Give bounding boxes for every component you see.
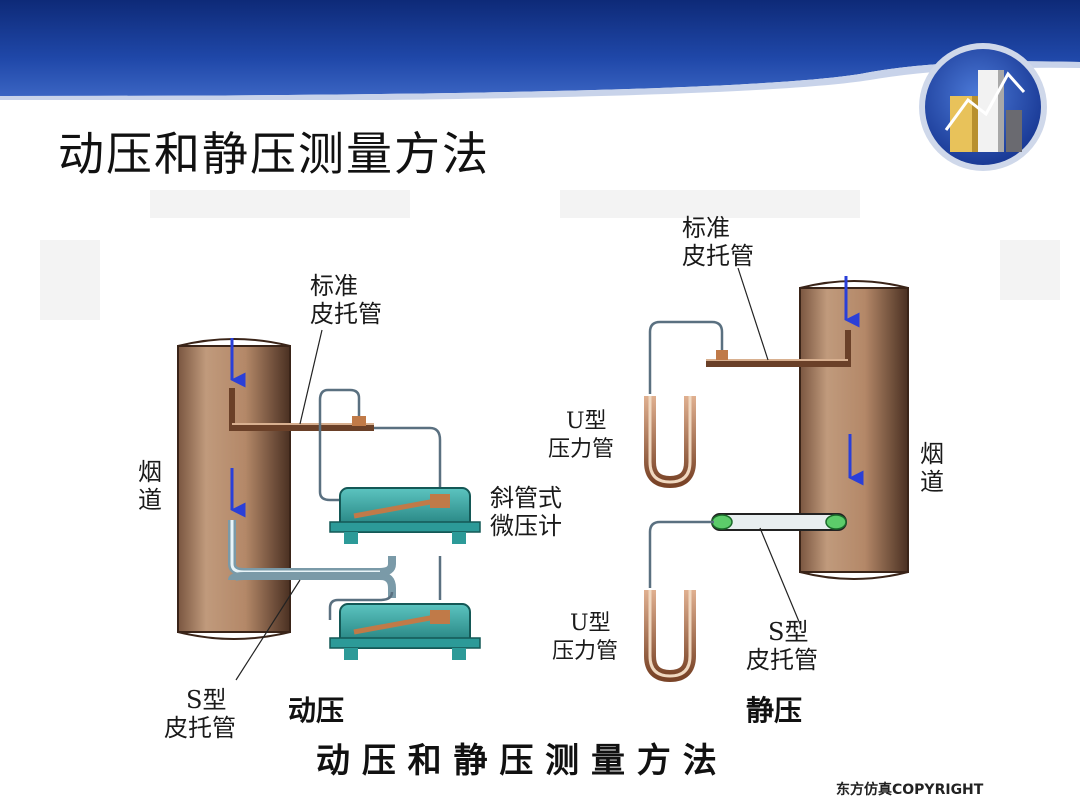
label-s-pitot-left-2: 皮托管 <box>164 714 236 742</box>
label-flue-right-1: 烟 <box>920 440 944 468</box>
measurement-diagram: 标准 皮托管 烟 道 斜管式 微压计 S型 皮托管 动压 <box>40 190 1060 798</box>
standard-pitot-tube-right <box>706 330 851 367</box>
label-u-tube-bottom-2: 压力管 <box>552 639 618 664</box>
bottom-caption: 动 压 和 静 压 测 量 方 法 <box>316 741 717 781</box>
inclined-manometer-lower <box>329 603 481 660</box>
u-tube-manometer-upper <box>644 396 696 489</box>
label-s-pitot-right-2: 皮托管 <box>746 646 818 674</box>
label-u-tube-top-1: U型 <box>566 409 607 434</box>
s-pitot-tube-right <box>711 513 847 531</box>
label-u-tube-top-2: 压力管 <box>548 437 614 462</box>
label-flue-left-2: 道 <box>138 486 162 514</box>
static-pressure-setup: 标准 皮托管 U型 压力管 U型 压力管 烟 道 S型 皮托管 静压 <box>548 214 944 727</box>
label-standard-pitot-right-2: 皮托管 <box>682 242 754 270</box>
chart-logo-icon <box>919 43 1047 171</box>
dynamic-pressure-setup: 标准 皮托管 烟 道 斜管式 微压计 S型 皮托管 动压 <box>138 272 562 742</box>
label-standard-pitot-left-2: 皮托管 <box>310 300 382 328</box>
label-standard-pitot-right-1: 标准 <box>682 214 730 242</box>
inclined-manometer-upper <box>329 487 481 544</box>
label-u-tube-bottom-1: U型 <box>570 611 611 636</box>
label-standard-pitot-left-1: 标准 <box>310 272 358 300</box>
page-title: 动压和静压测量方法 <box>58 127 490 181</box>
caption-dynamic-pressure: 动压 <box>288 694 344 727</box>
u-tube-manometer-lower <box>644 590 696 683</box>
background-watermark <box>40 190 1060 320</box>
label-flue-right-2: 道 <box>920 468 944 496</box>
label-manometer-1: 斜管式 <box>490 484 562 512</box>
label-s-pitot-left-1: S型 <box>186 686 226 714</box>
copyright-text: 东方仿真COPYRIGHT <box>836 781 984 798</box>
label-s-pitot-right-1: S型 <box>768 618 808 646</box>
caption-static-pressure: 静压 <box>746 694 802 727</box>
label-manometer-2: 微压计 <box>490 512 562 540</box>
label-flue-left-1: 烟 <box>138 458 162 486</box>
standard-pitot-tube-left <box>229 388 374 431</box>
